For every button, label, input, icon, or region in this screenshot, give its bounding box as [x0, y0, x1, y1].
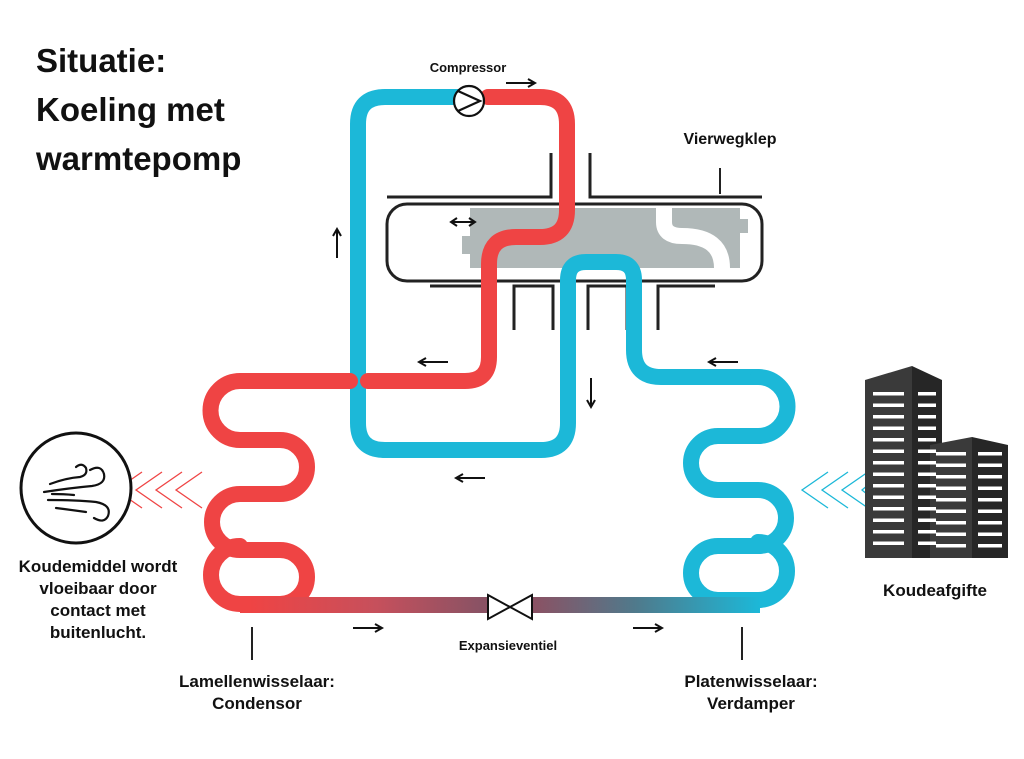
building-window — [873, 472, 904, 476]
building-window — [918, 461, 936, 465]
building-icon — [865, 366, 1008, 558]
building-window — [978, 509, 1002, 513]
building-window — [936, 498, 966, 502]
outdoor-note-line-1: Koudemiddel wordt — [18, 557, 178, 576]
building-window — [918, 403, 936, 407]
building-window — [918, 449, 936, 453]
outdoor-note-line-2: vloeibaar door — [39, 579, 157, 598]
building-window — [978, 475, 1002, 479]
flow-arrow-up — [332, 226, 342, 258]
building-window — [918, 530, 936, 534]
title-line-1: Situatie: — [36, 42, 167, 79]
condenser-label-line-1: Lamellenwisselaar: — [179, 672, 335, 691]
flow-arrow-down — [586, 378, 596, 410]
outdoor-note: Koudemiddel wordt vloeibaar door contact… — [0, 556, 196, 644]
building-window — [978, 521, 1002, 525]
building-window — [873, 507, 904, 511]
building-window — [873, 449, 904, 453]
building-window — [978, 498, 1002, 502]
compressor-icon — [452, 84, 486, 118]
building-window — [918, 495, 936, 499]
heat-transfer-chevrons-building — [800, 471, 875, 509]
evaporator-label: Platenwisselaar: Verdamper — [656, 671, 846, 715]
building-window — [978, 532, 1002, 536]
building-window — [873, 426, 904, 430]
expansion-valve-label: Expansieventiel — [458, 638, 558, 653]
liquid-line — [240, 593, 760, 621]
building-window — [936, 475, 966, 479]
building-window — [936, 521, 966, 525]
flow-arrow-right — [506, 78, 538, 88]
title-line-2: Koeling met — [36, 91, 225, 128]
evaporator-label-line-1: Platenwisselaar: — [684, 672, 818, 691]
expansion-valve-icon — [487, 593, 533, 621]
flow-arrow-double — [449, 217, 477, 227]
flow-arrow-left — [453, 473, 485, 483]
building-window — [873, 518, 904, 522]
building-window — [873, 403, 904, 407]
building-label: Koudeafgifte — [883, 581, 987, 600]
building-window — [918, 392, 936, 396]
building-window — [978, 486, 1002, 490]
building-window — [918, 426, 936, 430]
four-way-valve — [385, 153, 764, 330]
wind-icon — [19, 431, 133, 545]
flow-arrow-left — [706, 357, 738, 367]
building-window — [936, 532, 966, 536]
evaporator-label-line-2: Verdamper — [707, 694, 795, 713]
building-window — [873, 461, 904, 465]
condenser-label: Lamellenwisselaar: Condensor — [152, 671, 362, 715]
building-window — [873, 415, 904, 419]
building-window — [936, 486, 966, 490]
building-window — [936, 544, 966, 548]
building-window — [873, 484, 904, 488]
building-window — [918, 507, 936, 511]
building-window — [873, 541, 904, 545]
building-window — [978, 452, 1002, 456]
building-window — [918, 415, 936, 419]
compressor-label: Compressor — [429, 60, 507, 75]
building-window — [873, 530, 904, 534]
building-window — [936, 463, 966, 467]
building-window — [873, 392, 904, 396]
hot-circuit — [202, 89, 575, 612]
title-line-3: warmtepomp — [36, 140, 242, 177]
building-window — [873, 495, 904, 499]
flow-arrows — [332, 78, 738, 633]
building-window — [918, 541, 936, 545]
four-way-valve-label: Vierwegklep — [683, 131, 777, 148]
building-window — [918, 484, 936, 488]
building-window — [918, 518, 936, 522]
building-window — [918, 472, 936, 476]
building-window — [873, 438, 904, 442]
leader-lines — [251, 168, 743, 660]
outdoor-note-line-4: buitenlucht. — [49, 623, 147, 642]
cold-circuit — [350, 89, 796, 608]
building-window — [978, 544, 1002, 548]
building-window — [936, 452, 966, 456]
flow-arrow-right — [633, 623, 665, 633]
flow-arrow-left — [416, 357, 448, 367]
building-window — [978, 463, 1002, 467]
building-window — [936, 509, 966, 513]
outdoor-note-line-3: contact met — [50, 601, 146, 620]
flow-arrow-right — [353, 623, 385, 633]
building-window — [918, 438, 936, 442]
condenser-label-line-2: Condensor — [212, 694, 302, 713]
